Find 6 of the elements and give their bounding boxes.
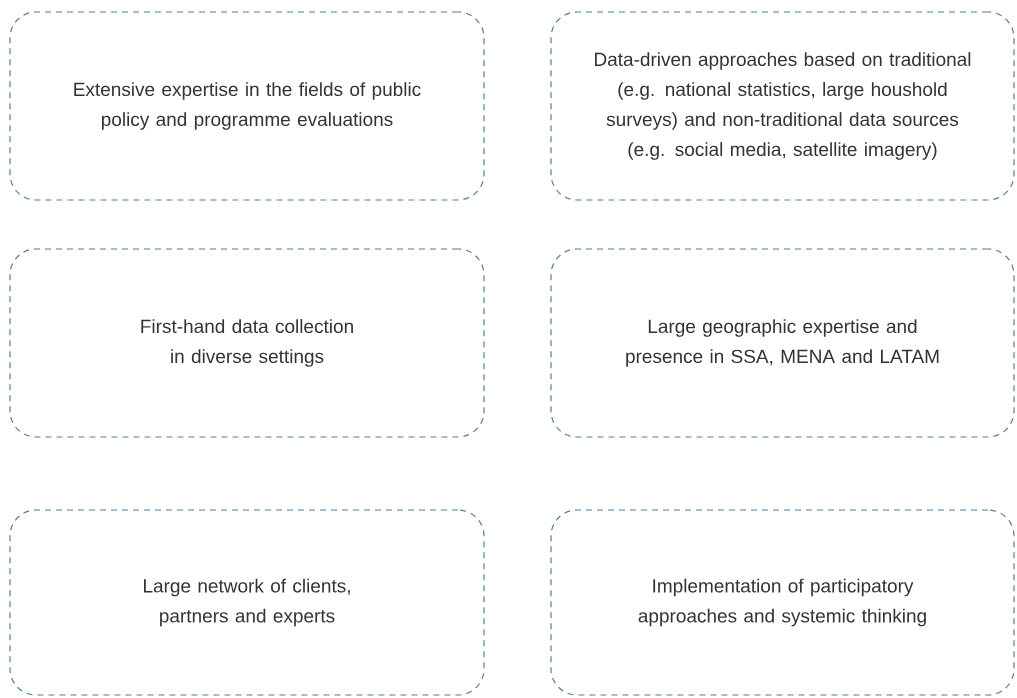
dashed-box: Extensive expertise in the fields of public policy and programme evaluations	[9, 11, 485, 201]
dashed-box: Large geographic expertise and presence in SSA, MENA and LATAM	[550, 248, 1015, 438]
dashed-box: Large network of clients, partners and experts	[9, 509, 485, 696]
dashed-box: Implementation of participatory approaches and systemic thinking	[550, 509, 1015, 696]
dashed-box: First-hand data collection in diverse settings	[9, 248, 485, 438]
dashed-box: Data-driven approaches based on traditional (e.g. national statistics, large houshold surveys) and non-traditional data sources (e.g. social media, satellite imagery)	[550, 11, 1015, 201]
